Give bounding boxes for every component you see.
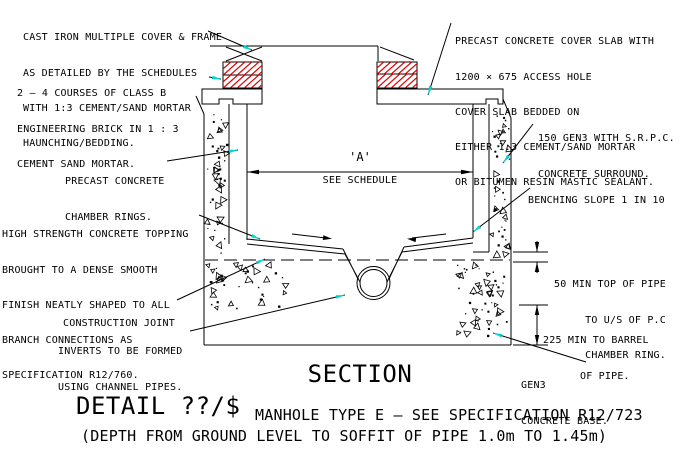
depth-range-line: (DEPTH FROM GROUND LEVEL TO SOFFIT OF PI… (81, 427, 608, 445)
inverts-note: INVERTS TO BE FORMED USING CHANNEL PIPES… (58, 346, 183, 393)
section-title: SECTION (307, 360, 413, 388)
cover-frame (210, 45, 415, 62)
cover-slab-note: PRECAST CONCRETE COVER SLAB WITH 1200 × … (455, 36, 655, 188)
manhole-type-line: MANHOLE TYPE E – SEE SPECIFICATION R12/7… (255, 406, 643, 424)
brick-note: 2 – 4 COURSES OF CLASS B ENGINEERING BRI… (17, 88, 179, 170)
cast-iron-note: CAST IRON MULTIPLE COVER & FRAME AS DETA… (23, 32, 223, 149)
dim-a-schedule-label: SEE SCHEDULE (322, 175, 398, 186)
flow-arrows (291, 233, 447, 243)
right-dimensions (513, 241, 548, 346)
concrete-topping-note: HIGH STRENGTH CONCRETE TOPPING BROUGHT T… (2, 229, 189, 381)
benching-slope-note: BENCHING SLOPE 1 IN 10 (528, 195, 665, 207)
brick-hatch (223, 62, 417, 88)
benching (246, 237, 474, 283)
construction-joint-note: CONSTRUCTION JOINT (63, 318, 175, 330)
dim-50-note: 50 MIN TOP OF PIPE TO U/S OF P.C CHAMBER… (554, 279, 666, 361)
dim-225-note: 225 MIN TO BARREL OF PIPE. (543, 335, 649, 382)
channel-pipe (356, 266, 391, 300)
surround-and-base-outline (195, 95, 512, 346)
concrete-stipple (203, 114, 514, 338)
dim-a-line (247, 169, 473, 175)
chamber-rings-note: PRECAST CONCRETE CHAMBER RINGS. (65, 176, 165, 223)
concrete-surround-note: 150 GEN3 WITH S.R.P.C. CONCRETE SURROUND… (538, 133, 675, 180)
dim-a-label: 'A' (349, 150, 371, 164)
detail-title: DETAIL ??/$ (76, 392, 241, 420)
cover-slabs (201, 88, 504, 105)
gen3-base-note: GEN3 CONCRETE BASE. (521, 380, 609, 427)
